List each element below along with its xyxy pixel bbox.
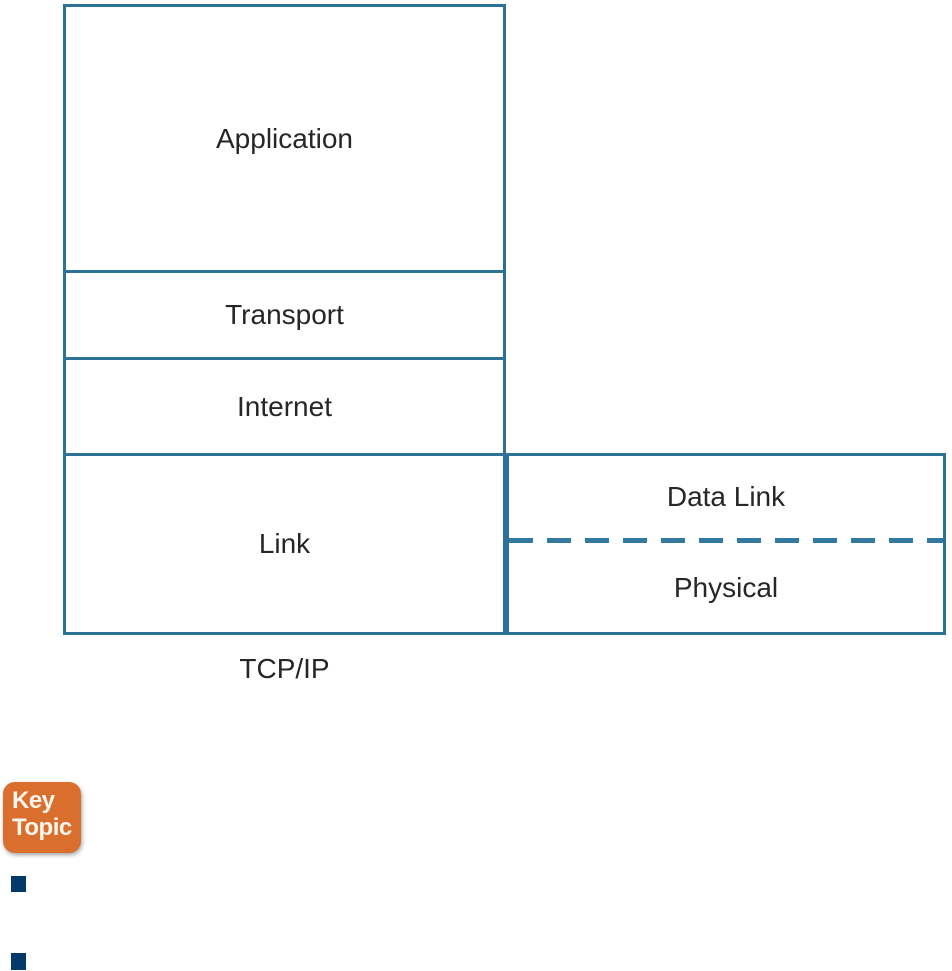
osi-physical-cell: Physical [509, 543, 943, 632]
layer-transport-label: Transport [225, 299, 344, 330]
osi-data-link-label: Data Link [666, 481, 786, 512]
list-bullet-square [11, 953, 26, 970]
layer-application-label: Application [216, 122, 353, 154]
layer-transport: Transport [66, 270, 503, 357]
layer-internet-label: Internet [237, 390, 332, 422]
osi-physical-label: Physical [673, 571, 779, 603]
dashed-divider-line [509, 538, 943, 543]
list-bullet-square [11, 876, 26, 892]
layer-internet: Internet [66, 357, 503, 453]
osi-detail-box: Data Link Physical [506, 453, 946, 635]
key-topic-badge-icon: Key Topic [3, 782, 81, 853]
layer-link-label: Link [258, 528, 311, 559]
layer-link: Link [66, 453, 503, 632]
key-topic-badge-line1: Key [12, 787, 55, 814]
layer-application: Application [66, 7, 503, 270]
model-caption: TCP/IP [239, 653, 330, 684]
tcpip-stack: Application Transport Internet Link [63, 4, 506, 635]
osi-data-link-cell: Data Link [509, 456, 943, 538]
key-topic-badge-line2: Topic [12, 814, 72, 841]
